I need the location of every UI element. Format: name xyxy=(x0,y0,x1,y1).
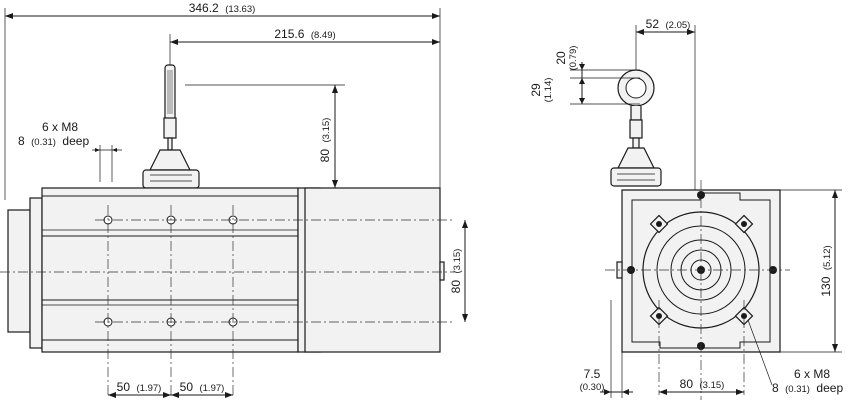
hole-pitch-1-label: 50 (1.97) xyxy=(117,378,162,395)
left-offset-inch-label: (0.30) xyxy=(580,382,605,393)
eye-inner-label: 20 xyxy=(554,51,568,65)
eye-outer-inch-label: (1.14) xyxy=(543,78,554,103)
eye-outer-label: 29 xyxy=(529,83,543,97)
front-view: 52 (2.05) 20 (0.79) 29 xyxy=(529,15,843,400)
side-view: 346.2 (13.63) 215.6 (8.49) 80 (3.15) xyxy=(0,0,468,398)
handle-offset-label: 215.6 (8.49) xyxy=(274,25,335,42)
hole-pitch-2-label: 50 (1.97) xyxy=(180,378,225,395)
side-thread-callout-line1: 6 x M8 xyxy=(42,120,78,134)
rail-spacing-label: 80 (3.15) xyxy=(447,249,464,294)
front-thread-callout-line1: 6 x M8 xyxy=(794,367,830,381)
handle-height-label: 80 (3.15) xyxy=(316,118,333,163)
housing xyxy=(7,187,445,353)
overall-length-label: 346.2 (13.63) xyxy=(189,0,256,16)
eye-inner-inch-label: (0.79) xyxy=(568,46,579,71)
pull-handle xyxy=(142,64,200,189)
bolt-spacing-label: 80 (3.15) xyxy=(680,375,725,392)
front-housing xyxy=(616,189,781,353)
front-thread-callout-line2: 8 (0.31) deep xyxy=(772,379,843,396)
left-offset-label: 7.5 xyxy=(584,367,601,381)
side-thread-callout-line2: 8 (0.31) deep xyxy=(18,132,89,149)
height-label: 130 (5.12) xyxy=(817,245,834,296)
pull-eye xyxy=(610,69,662,187)
eye-width-label: 52 (2.05) xyxy=(646,15,691,32)
